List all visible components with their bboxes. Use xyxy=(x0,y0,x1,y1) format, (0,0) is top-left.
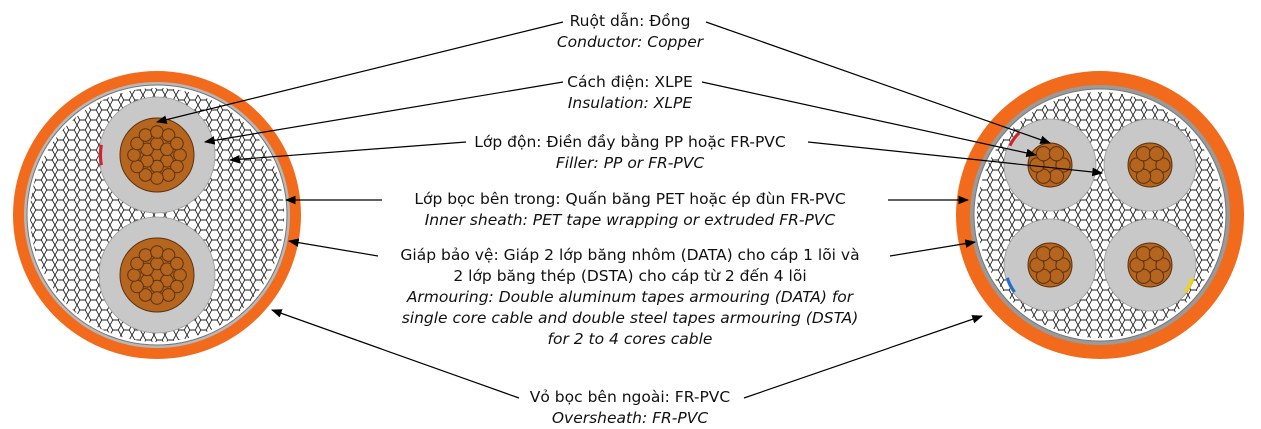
conductor-strand xyxy=(140,142,154,157)
conductor-strand xyxy=(161,248,176,262)
label-inner-sheath-vn: Lớp bọc bên trong: Quấn băng PET hoặc ép… xyxy=(414,190,846,208)
label-inner-sheath-en: Inner sheath: PET tape wrapping or extru… xyxy=(424,211,836,229)
label-armour-en-1: Armouring: Double aluminum tapes armouri… xyxy=(406,288,854,306)
label-oversheath: Vỏ bọc bên ngoài: FR-PVC Oversheath: FR-… xyxy=(330,387,930,429)
conductor-strand xyxy=(170,136,184,151)
label-armour-en-3: for 2 to 4 cores cable xyxy=(547,330,713,348)
leader-conductor-right xyxy=(705,21,1052,144)
label-insulation-vn: Cách điện: XLPE xyxy=(567,73,693,91)
filler-left xyxy=(30,88,284,342)
conductor-strand xyxy=(130,136,144,151)
conductor-strand xyxy=(1129,157,1145,173)
leader-insulation-right xyxy=(701,81,1038,158)
core-color-mark xyxy=(1184,277,1195,293)
conductor-strand xyxy=(170,159,184,174)
core-color-mark xyxy=(1005,277,1016,293)
label-insulation-en: Insulation: XLPE xyxy=(567,94,693,112)
leader-armour-right xyxy=(889,239,977,257)
conductor-strand xyxy=(1048,246,1065,262)
label-inner-sheath: Lớp bọc bên trong: Quấn băng PET hoặc ép… xyxy=(330,189,930,231)
leader-oversheath-right xyxy=(743,315,984,399)
label-oversheath-en: Oversheath: FR-PVC xyxy=(551,409,709,427)
leader-insulation-left xyxy=(203,81,564,145)
conductor-strand xyxy=(130,256,144,271)
label-filler-en: Filler: PP or FR-PVC xyxy=(555,154,705,172)
two-core-cable xyxy=(13,71,301,359)
conductor-strand xyxy=(161,128,176,142)
label-conductor: Ruột dẫn: Đồng Conductor: Copper xyxy=(330,11,930,53)
four-core-cable xyxy=(956,71,1244,359)
conductor-strand xyxy=(1129,257,1145,273)
conductor-strand xyxy=(1035,268,1052,284)
label-conductor-en: Conductor: Copper xyxy=(556,33,704,51)
conductor-strand xyxy=(1148,246,1165,262)
label-filler-vn: Lớp độn: Điền đầy bằng PP hoặc FR-PVC xyxy=(474,133,786,151)
conductor-strand xyxy=(1155,257,1171,273)
leader-armour-left xyxy=(287,238,379,257)
core-color-mark xyxy=(99,144,103,166)
label-armour-vn-1: Giáp bảo vệ: Giáp 2 lớp băng nhôm (DATA)… xyxy=(400,246,860,264)
conductor-strand xyxy=(1029,257,1045,273)
conductor-strand xyxy=(1035,168,1052,184)
leader-lines xyxy=(155,21,1104,399)
conductor-strand xyxy=(170,256,184,271)
core-color-mark xyxy=(1008,131,1021,147)
conductor-strand xyxy=(1055,257,1071,273)
label-insulation: Cách điện: XLPE Insulation: XLPE xyxy=(330,72,930,114)
label-oversheath-vn: Vỏ bọc bên ngoài: FR-PVC xyxy=(529,388,731,406)
leader-filler-left xyxy=(228,141,467,164)
conductor-strand xyxy=(138,288,153,302)
label-armour-en-2: single core cable and double steel tapes… xyxy=(401,309,859,327)
label-armour: Giáp bảo vệ: Giáp 2 lớp băng nhôm (DATA)… xyxy=(330,245,930,350)
leader-oversheath-left xyxy=(270,309,520,399)
leader-conductor-left xyxy=(155,21,564,124)
conductor-strand xyxy=(170,279,184,294)
conductor-strand xyxy=(1135,268,1152,284)
conductor-strand xyxy=(1155,157,1171,173)
conductor-strand xyxy=(138,168,153,182)
conductor-strand xyxy=(1148,146,1165,162)
conductor-strand xyxy=(1135,168,1152,184)
conductor-strand xyxy=(1048,146,1065,162)
label-conductor-vn: Ruột dẫn: Đồng xyxy=(569,12,691,30)
leader-filler-right xyxy=(807,141,1104,177)
label-armour-vn-2: 2 lớp băng thép (DSTA) cho cáp từ 2 đến … xyxy=(453,267,807,285)
label-filler: Lớp độn: Điền đầy bằng PP hoặc FR-PVC Fi… xyxy=(330,132,930,174)
conductor-strand xyxy=(140,262,154,277)
